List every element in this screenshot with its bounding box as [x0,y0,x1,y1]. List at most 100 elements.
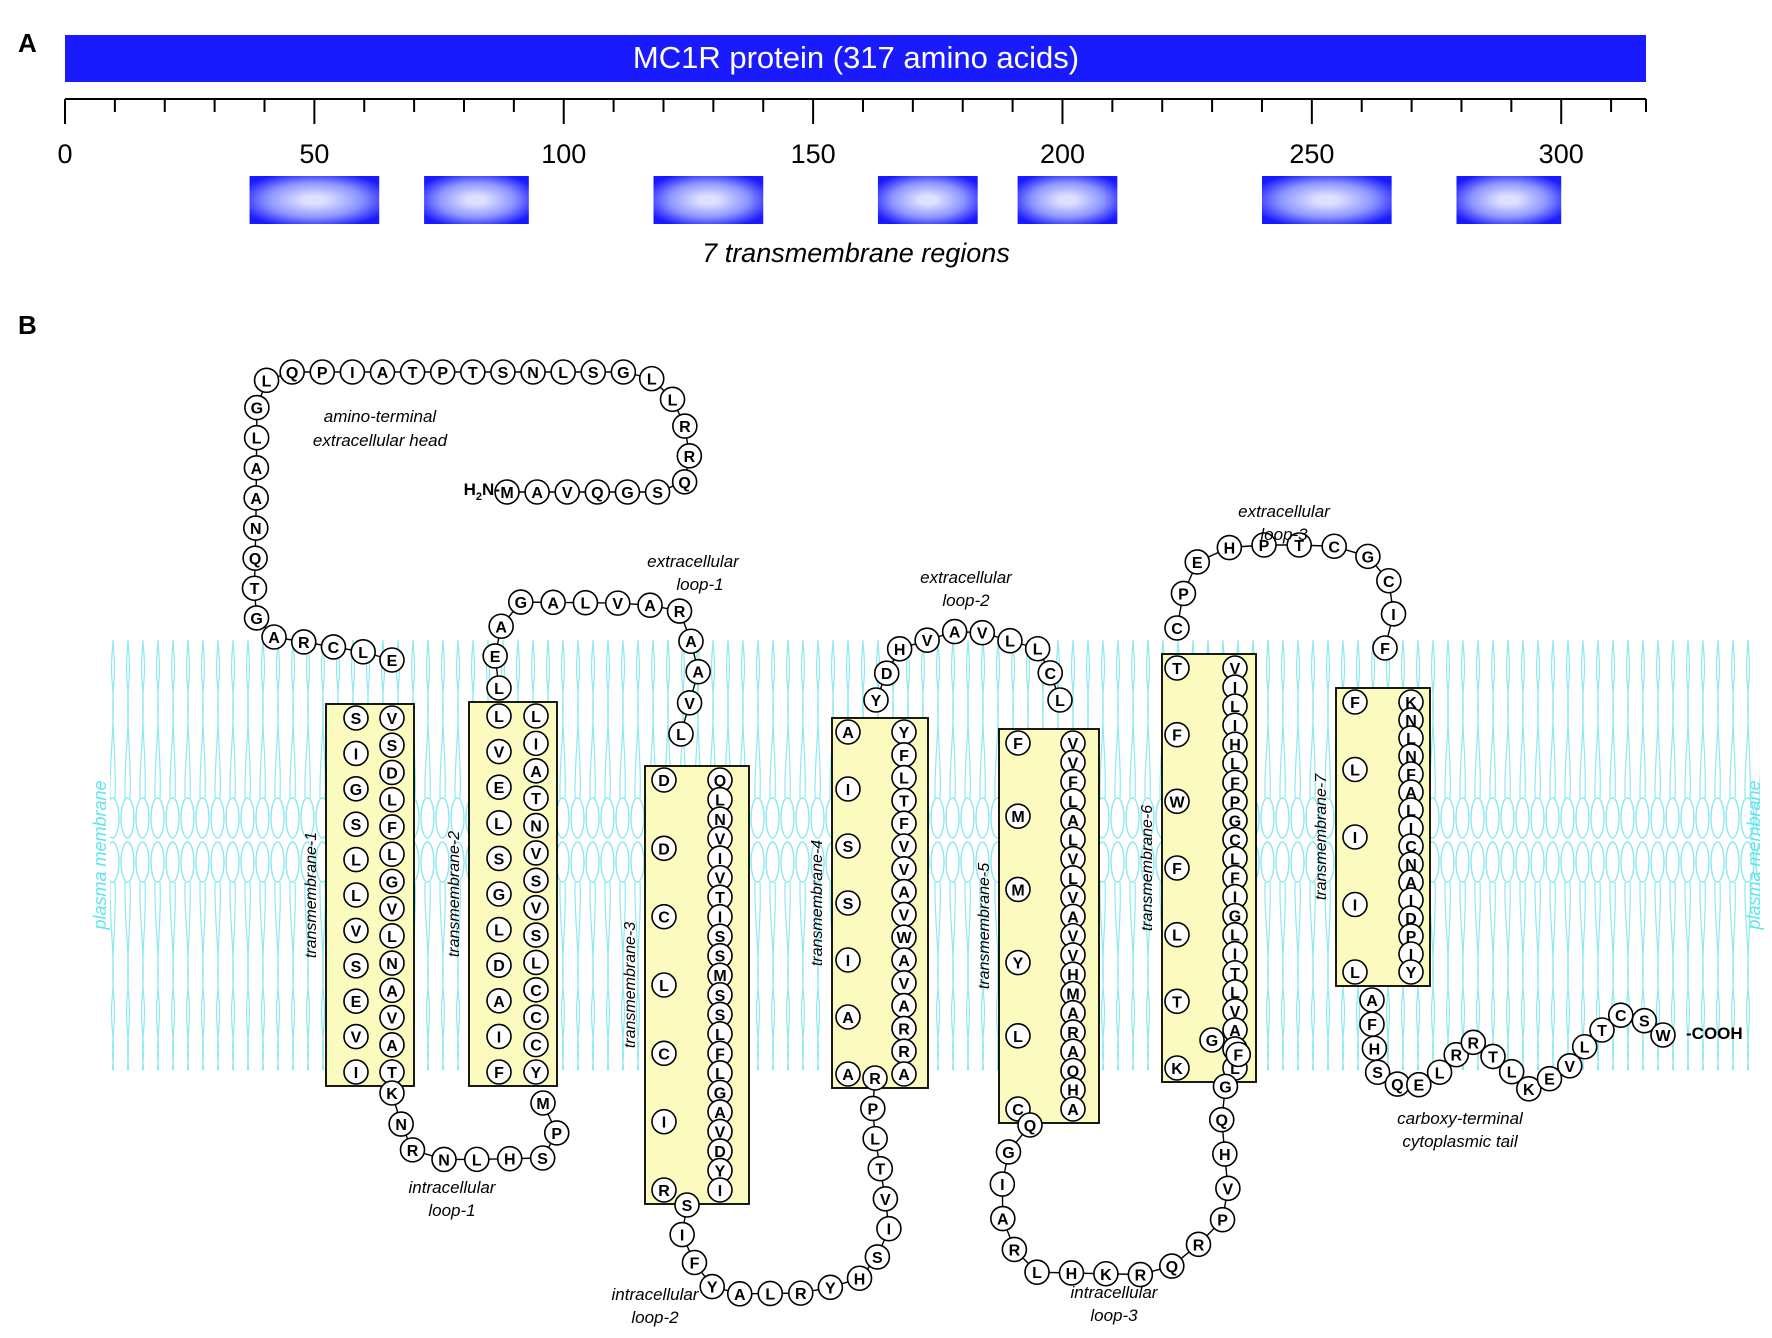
residue-circle [835,833,861,859]
residue-circle [1342,959,1368,985]
amino-acid-residue: R [399,1137,426,1163]
residue-letter: G [621,485,633,502]
residue-circle [523,949,549,976]
residue-letter: L [1005,634,1015,651]
amino-acid-residue: I [835,776,861,802]
residue-letter: E [1544,1072,1555,1089]
residue-letter: G [1362,549,1374,566]
residue-circle [379,895,405,922]
residue-letter: T [250,581,260,598]
residue-letter: T [899,793,909,810]
amino-acid-residue: A [891,992,917,1019]
residue-letter: Y [825,1280,836,1297]
residue-circle [379,1080,405,1106]
amino-acid-residue: I [523,730,549,757]
residue-circle [1607,1002,1634,1028]
residue-circle [1571,1033,1598,1060]
amino-acid-residue: A [1222,1017,1248,1043]
amino-acid-residue: T [867,1155,894,1182]
residue-letter: V [1068,948,1079,965]
amino-acid-residue: L [668,721,694,747]
residue-letter: V [715,832,726,849]
tm-region-block [877,176,978,224]
residue-circle [1342,891,1368,918]
residue-circle [817,1274,844,1301]
residue-circle [707,1177,733,1203]
residue-letter: F [1233,1047,1243,1064]
residue-circle [1398,959,1424,985]
residue-letter: L [870,1132,880,1149]
residue-letter: A [268,630,280,647]
residue-letter: L [387,847,397,864]
residue-letter: F [1350,695,1360,712]
amino-acid-residue: A [1060,1096,1086,1122]
residue-letter: G [515,595,527,612]
residue-letter: N [386,956,398,973]
residue-letter: L [558,365,568,382]
axis-ticks [64,99,1647,124]
residue-circle [1024,1259,1050,1285]
residue-circle [343,882,369,908]
region-label: extracellular head [313,431,448,450]
region-label: loop-1 [676,575,723,594]
amino-acid-residue: V [707,1118,733,1145]
tm-segment-label: transmembrane-7 [1313,773,1330,900]
amino-acid-residue: L [550,359,576,385]
amino-acid-residue: S [835,890,861,916]
residue-letter: P [1217,1213,1228,1230]
region-label: intracellular [1071,1283,1159,1302]
residue-letter: T [387,1065,397,1082]
residue-circle [523,840,549,866]
residue-letter: I [534,736,538,753]
residue-circle [379,814,405,840]
residue-circle [610,359,637,385]
residue-circle [997,627,1023,654]
residue-letter: L [252,431,262,448]
amino-acid-residue: P [309,359,336,385]
residue-letter: H [1066,1266,1078,1283]
residue-letter: Q [591,485,603,502]
residue-letter: D [493,958,505,975]
residue-circle [486,916,512,943]
residue-circle [862,1065,888,1091]
axis-tick-label: 150 [791,139,836,169]
residue-circle [343,1023,369,1050]
tm-caption: 7 transmembrane regions [702,238,1010,268]
residue-letter: S [351,711,362,728]
residue-circle [1005,949,1031,976]
residue-circle [876,1215,902,1242]
residue-letter: V [922,633,933,650]
residue-letter: A [386,983,398,1000]
residue-letter: I [1233,718,1237,735]
amino-acid-residue: L [651,972,677,998]
residue-circle [554,479,581,505]
residue-circle [243,455,270,481]
residue-circle [1164,1055,1190,1081]
amino-acid-residue: M [530,1090,556,1116]
residue-letter: S [494,851,505,868]
residue-letter: S [351,817,362,834]
residue-letter: L [715,793,725,810]
residue-letter: A [377,365,389,382]
residue-circle [523,867,549,894]
residue-letter: L [1068,794,1078,811]
residue-letter: S [843,896,854,913]
amino-acid-residue: I [1380,601,1407,627]
loop-backbone [681,1077,890,1295]
residue-circle [464,1146,490,1173]
residue-letter: R [869,1071,881,1088]
residue-letter: V [387,711,398,728]
residue-letter: I [497,1029,501,1046]
residue-letter: A [842,1010,854,1027]
amino-acid-residue: A [379,977,405,1004]
residue-circle [1372,635,1398,661]
residue-letter: L [494,816,504,833]
residues: SIGSLLVSEVIVSDLFLGVLNAVATLVELSGLDAIFLIAT… [241,359,1676,1307]
residue-letter: G [251,401,263,418]
residue-letter: L [1033,642,1043,659]
amino-acid-residue: G [244,394,270,421]
amino-acid-residue: F [1359,1011,1385,1038]
amino-acid-residue: L [1342,959,1368,985]
residue-circle [243,424,270,451]
